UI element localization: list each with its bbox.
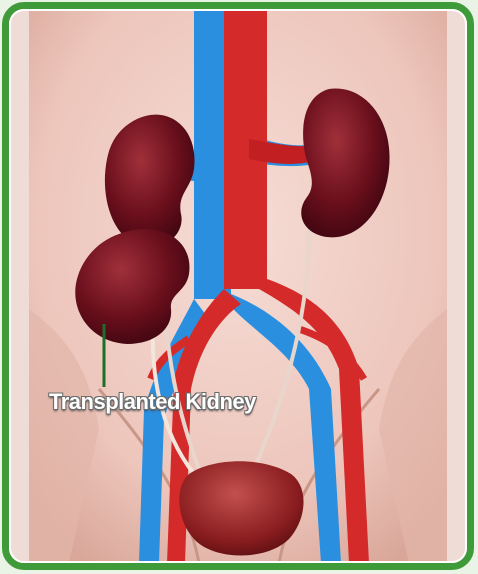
green-border: Transplanted Kidney [2, 2, 474, 570]
caption-transplanted-kidney: Transplanted Kidney [49, 389, 256, 415]
torso-illustration [9, 9, 467, 563]
bladder [179, 461, 303, 555]
